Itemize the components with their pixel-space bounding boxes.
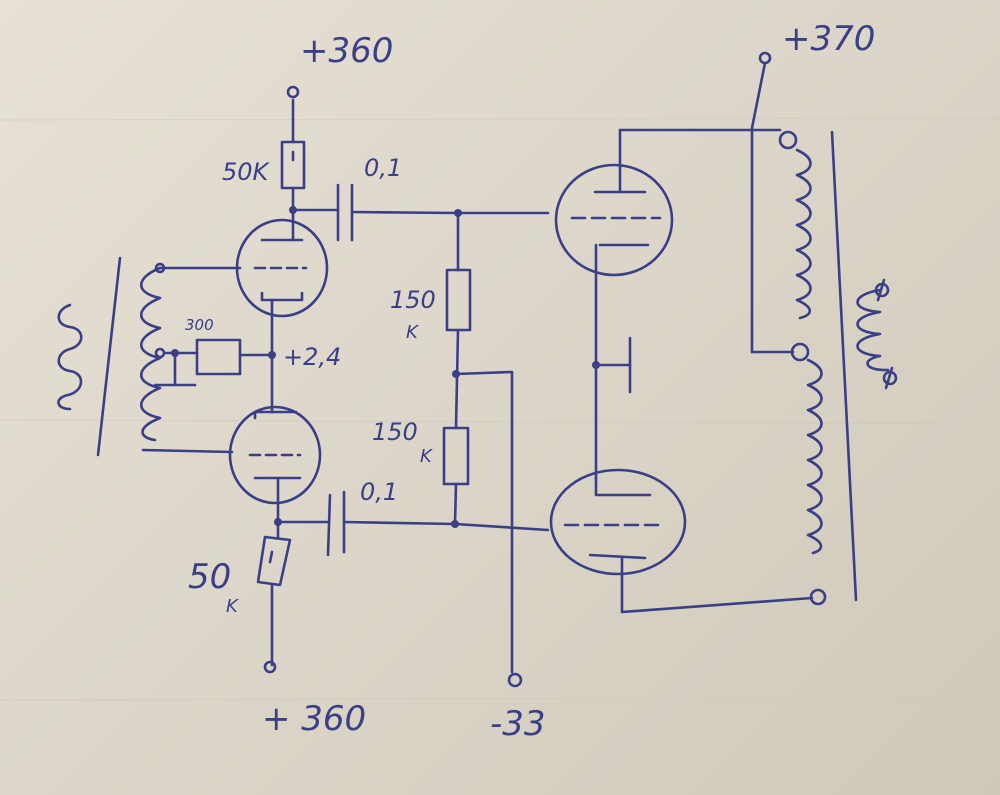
label-r-grid-upper-value: 150	[390, 286, 436, 314]
label-supply-right: +370	[782, 19, 875, 59]
label-cap-top: 0,1	[364, 154, 402, 182]
coupling-capacitor-top	[336, 183, 460, 242]
driver-wiring	[141, 98, 340, 667]
cathode-junction	[592, 336, 632, 394]
terminal-plus360-bottom	[263, 660, 277, 674]
primary-winding	[57, 303, 83, 411]
coupling-capacitor-bottom	[326, 490, 457, 557]
resistor-mark	[268, 550, 274, 564]
input-transformer	[57, 256, 166, 457]
paper-texture	[0, 117, 1000, 701]
transformer-core-left	[96, 256, 122, 457]
anode-resistor-50k	[280, 140, 306, 190]
label-r-cathode-bottom-unit: K	[226, 596, 239, 617]
label-supply-bottom: + 360	[262, 699, 366, 739]
terminal-plus370	[758, 51, 772, 65]
terminal-plus360-top	[286, 85, 300, 99]
terminal-minus33	[507, 672, 523, 688]
cathode-resistor-300	[195, 338, 242, 376]
label-center-voltage: +2,4	[283, 343, 341, 371]
grid-resistor-network	[442, 209, 550, 674]
label-r-grid-lower-unit: K	[420, 446, 433, 467]
cathode-resistor-50k	[256, 535, 292, 587]
label-r-cathode-bottom-value: 50	[188, 557, 231, 597]
upper-driver-tube	[235, 218, 329, 318]
terminal-secondary-center	[154, 347, 166, 359]
lower-output-tube	[549, 468, 687, 614]
label-bias-supply: -33	[490, 704, 546, 744]
lower-driver-tube	[228, 405, 322, 505]
label-supply-top-left: +360	[300, 31, 393, 71]
upper-output-tube	[554, 128, 674, 480]
label-r-center: 300	[185, 316, 214, 334]
label-cap-bottom: 0,1	[360, 478, 398, 506]
label-r-grid-lower-value: 150	[372, 418, 418, 446]
output-transformer	[618, 61, 898, 614]
output-core	[830, 130, 858, 602]
label-r-grid-upper-unit: K	[406, 322, 419, 343]
label-r-anode-top: 50K	[222, 158, 271, 186]
